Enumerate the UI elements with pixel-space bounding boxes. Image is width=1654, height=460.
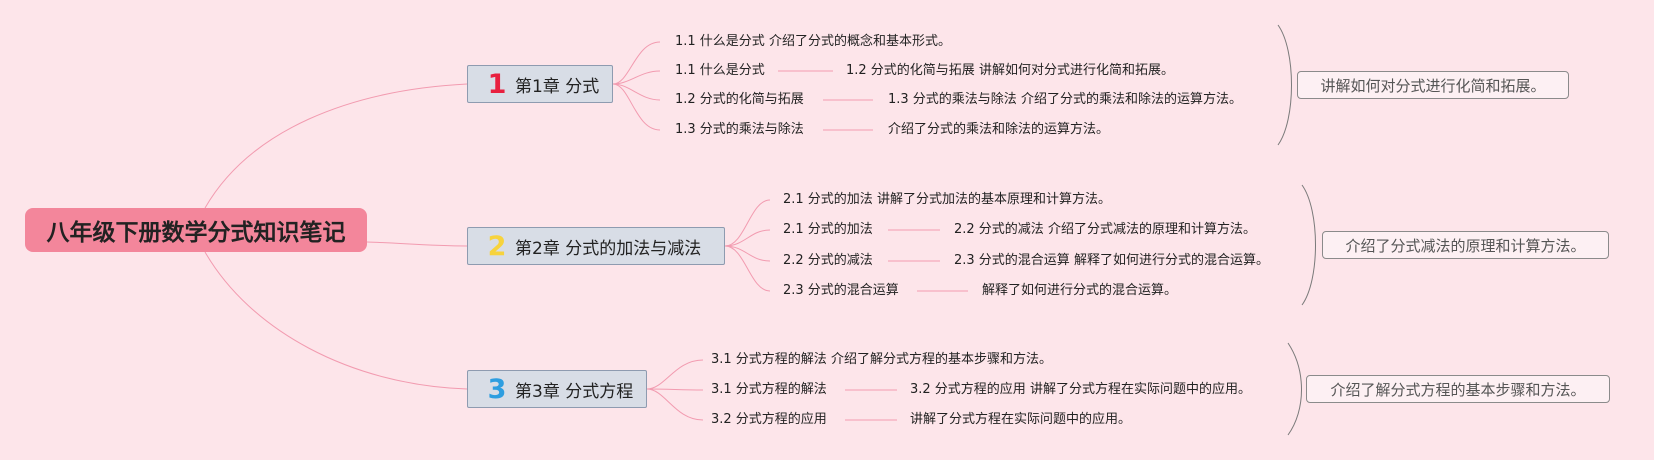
summary-text: 讲解如何对分式进行化简和拓展。: [1320, 76, 1546, 95]
chapter-1-item-3-target[interactable]: 1.3 分式的乘法与除法 介绍了分式的乘法和除法的运算方法。: [888, 92, 1242, 107]
summary-text: 介绍了解分式方程的基本步骤和方法。: [1330, 380, 1586, 399]
chapter-1-item-2[interactable]: 1.1 什么是分式: [675, 63, 765, 78]
chapter-1-node[interactable]: 1 第1章 分式: [467, 65, 613, 103]
chapter-2-item-4-target[interactable]: 解释了如何进行分式的混合运算。: [982, 283, 1178, 298]
chapter-2-summary[interactable]: 介绍了分式减法的原理和计算方法。: [1322, 231, 1609, 259]
root-to-chapter-3: [204, 251, 468, 390]
chapter-title: 第3章 分式方程: [515, 381, 634, 402]
number-3-icon: 3: [487, 373, 507, 405]
chapter-2-item-1[interactable]: 2.1 分式的加法 讲解了分式加法的基本原理和计算方法。: [783, 192, 1111, 207]
number-2-icon: 2: [487, 230, 507, 262]
chapter-1-item-3[interactable]: 1.2 分式的化简与拓展: [675, 92, 804, 107]
root-to-chapter-1: [204, 83, 468, 209]
chapter-3-item-2[interactable]: 3.1 分式方程的解法: [711, 382, 827, 397]
chapter-3-item-3[interactable]: 3.2 分式方程的应用: [711, 412, 827, 427]
chapter-1-item-4[interactable]: 1.3 分式的乘法与除法: [675, 122, 804, 137]
number-1-icon: 1: [487, 68, 507, 100]
chapter-1-item-1[interactable]: 1.1 什么是分式 介绍了分式的概念和基本形式。: [675, 34, 951, 49]
summary-text: 介绍了分式减法的原理和计算方法。: [1345, 236, 1586, 255]
chapter-2-item-3-target[interactable]: 2.3 分式的混合运算 解释了如何进行分式的混合运算。: [954, 253, 1269, 268]
chapter-1-item-4-target[interactable]: 介绍了分式的乘法和除法的运算方法。: [888, 122, 1110, 137]
chapter-1-item-2-target[interactable]: 1.2 分式的化简与拓展 讲解如何对分式进行化简和拓展。: [846, 63, 1174, 78]
root-title: 八年级下册数学分式知识笔记: [46, 220, 346, 246]
chapter-2-item-3[interactable]: 2.2 分式的减法: [783, 253, 873, 268]
chapter-3-summary[interactable]: 介绍了解分式方程的基本步骤和方法。: [1306, 375, 1610, 403]
chapter-2-item-2-target[interactable]: 2.2 分式的减法 介绍了分式减法的原理和计算方法。: [954, 222, 1256, 237]
chapter-title: 第2章 分式的加法与减法: [515, 238, 702, 259]
chapter-2-item-2[interactable]: 2.1 分式的加法: [783, 222, 873, 237]
chapter-3-item-1[interactable]: 3.1 分式方程的解法 介绍了解分式方程的基本步骤和方法。: [711, 352, 1052, 367]
chapter-2-item-4[interactable]: 2.3 分式的混合运算: [783, 283, 899, 298]
chapter-1-summary[interactable]: 讲解如何对分式进行化简和拓展。: [1297, 71, 1569, 99]
chapter-3-item-2-target[interactable]: 3.2 分式方程的应用 讲解了分式方程在实际问题中的应用。: [910, 382, 1251, 397]
root-to-chapter-2: [366, 241, 468, 247]
root-node[interactable]: 八年级下册数学分式知识笔记: [25, 208, 367, 252]
chapter-2-node[interactable]: 2 第2章 分式的加法与减法: [467, 227, 725, 265]
chapter-title: 第1章 分式: [515, 76, 600, 97]
chapter-3-node[interactable]: 3 第3章 分式方程: [467, 370, 647, 408]
chapter-3-item-3-target[interactable]: 讲解了分式方程在实际问题中的应用。: [910, 412, 1132, 427]
